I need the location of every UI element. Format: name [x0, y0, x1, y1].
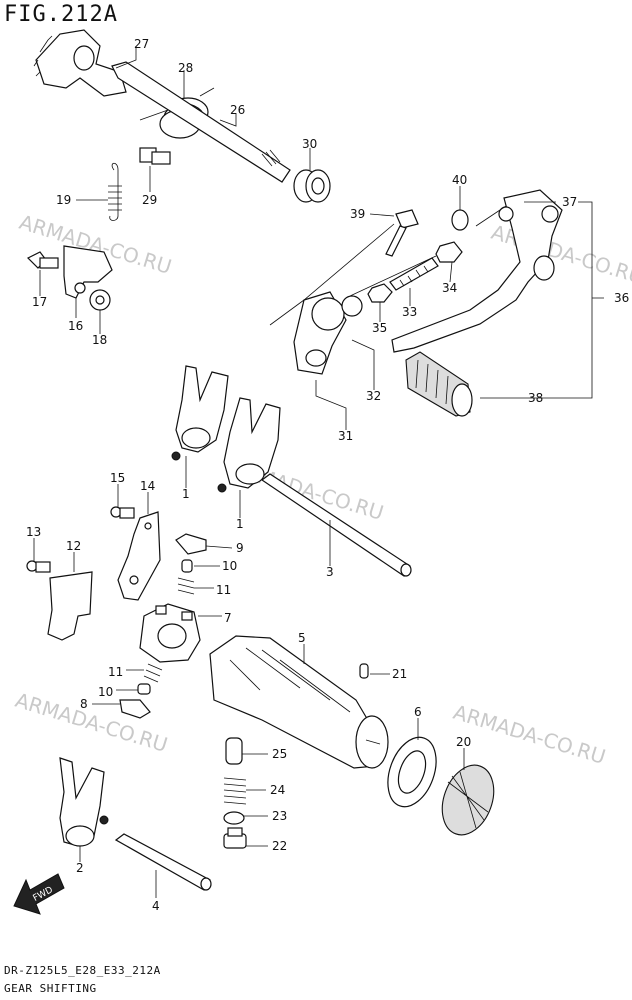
part-19-spring[interactable] [108, 162, 122, 221]
figure-label: FIG.212A [4, 2, 118, 27]
callout-21: 21 [392, 667, 407, 681]
part-24-spring[interactable] [223, 777, 247, 805]
callout-34: 34 [442, 281, 457, 295]
callout-37: 37 [562, 195, 577, 209]
callout-32: 32 [366, 389, 381, 403]
callout-40: 40 [452, 173, 467, 187]
callout-8: 8 [80, 697, 88, 711]
part-30-bearing[interactable] [293, 169, 331, 203]
part-37-gearshift-lever[interactable] [391, 189, 563, 353]
callout-33: 33 [402, 305, 417, 319]
callout-4: 4 [152, 899, 160, 913]
callout-15: 15 [110, 471, 125, 485]
callout-7: 7 [224, 611, 232, 625]
part-5-gearshift-cam[interactable] [209, 635, 389, 769]
callout-38: 38 [528, 391, 543, 405]
callout-13: 13 [26, 525, 41, 539]
callout-10a: 10 [222, 559, 237, 573]
part-11-spring[interactable] [177, 577, 195, 595]
callout-10b: 10 [98, 685, 113, 699]
callout-18: 18 [92, 333, 107, 347]
part-20-cam-gear[interactable] [433, 758, 503, 842]
fwd-arrow-icon: FWD [13, 873, 65, 915]
callout-26: 26 [230, 103, 245, 117]
leader-lines [33, 46, 604, 898]
part-15-screw[interactable] [110, 506, 135, 519]
callout-29: 29 [142, 193, 157, 207]
callout-9: 9 [236, 541, 244, 555]
part-1-shift-fork-lower[interactable] [217, 397, 281, 493]
part-14-plate[interactable] [117, 511, 161, 601]
callout-22: 22 [272, 839, 287, 853]
callout-11b: 11 [108, 665, 123, 679]
model-code: DR-Z125L5_E28_E33_212A [4, 964, 161, 977]
part-22-plug[interactable] [223, 827, 247, 849]
part-10-pin-b[interactable] [137, 683, 151, 695]
callouts: 27 28 26 30 29 19 17 16 18 39 40 37 36 3… [26, 37, 629, 913]
part-6-washer[interactable] [379, 731, 445, 814]
callout-16: 16 [68, 319, 83, 333]
part-1-shift-fork-upper[interactable] [171, 365, 229, 461]
part-33-bolt[interactable] [389, 257, 439, 291]
callout-1b: 1 [236, 517, 244, 531]
callout-39: 39 [350, 207, 365, 221]
callout-31: 31 [338, 429, 353, 443]
callout-5: 5 [298, 631, 306, 645]
part-35-nut[interactable] [367, 283, 393, 303]
part-29-bolt[interactable] [139, 147, 171, 165]
callout-25: 25 [272, 747, 287, 761]
part-39-bolt[interactable] [385, 209, 419, 257]
part-2-shift-fork[interactable] [59, 757, 109, 847]
callout-35: 35 [372, 321, 387, 335]
callout-11a: 11 [216, 583, 231, 597]
part-16-gearshift-cam-stopper[interactable] [63, 245, 113, 299]
part-23-washer[interactable] [223, 811, 245, 825]
part-25-pin[interactable] [225, 737, 243, 765]
part-40-circlip[interactable] [451, 209, 469, 231]
watermark: ARMADA-CO.RU [451, 700, 609, 769]
part-11-spring-b[interactable] [143, 663, 163, 683]
part-31-gearshift-link-rod[interactable] [293, 291, 363, 375]
part-21-pin[interactable] [359, 663, 369, 679]
part-8-pin[interactable] [119, 699, 151, 719]
callout-6: 6 [414, 705, 422, 719]
part-17-bolt[interactable] [26, 251, 59, 269]
part-13-screw[interactable] [26, 560, 51, 573]
callout-27: 27 [134, 37, 149, 51]
part-3-shift-fork-shaft[interactable] [260, 473, 412, 577]
callout-36: 36 [614, 291, 629, 305]
callout-2: 2 [76, 861, 84, 875]
callout-24: 24 [270, 783, 285, 797]
part-38-lever-rubber[interactable] [405, 351, 473, 417]
callout-23: 23 [272, 809, 287, 823]
part-12-stopper-plate[interactable] [47, 571, 93, 641]
part-7-gearshift-cam-driven-gear[interactable] [139, 603, 201, 663]
callout-1a: 1 [182, 487, 190, 501]
callout-3: 3 [326, 565, 334, 579]
callout-28: 28 [178, 61, 193, 75]
callout-30: 30 [302, 137, 317, 151]
callout-14: 14 [140, 479, 155, 493]
part-34-nut[interactable] [435, 241, 463, 263]
part-27-shift-arm[interactable] [33, 29, 127, 97]
part-18-washer[interactable] [89, 289, 111, 311]
callout-19: 19 [56, 193, 71, 207]
callout-12: 12 [66, 539, 81, 553]
part-26-gear-shift-shaft[interactable] [111, 61, 291, 183]
callout-20: 20 [456, 735, 471, 749]
section-name: GEAR SHIFTING [4, 982, 97, 995]
part-9-pin[interactable] [175, 533, 207, 555]
part-4-shift-fork-shaft[interactable] [114, 833, 212, 891]
watermark: ARMADA-CO.RU [13, 688, 171, 757]
part-10-pin[interactable] [181, 559, 193, 573]
callout-17: 17 [32, 295, 47, 309]
